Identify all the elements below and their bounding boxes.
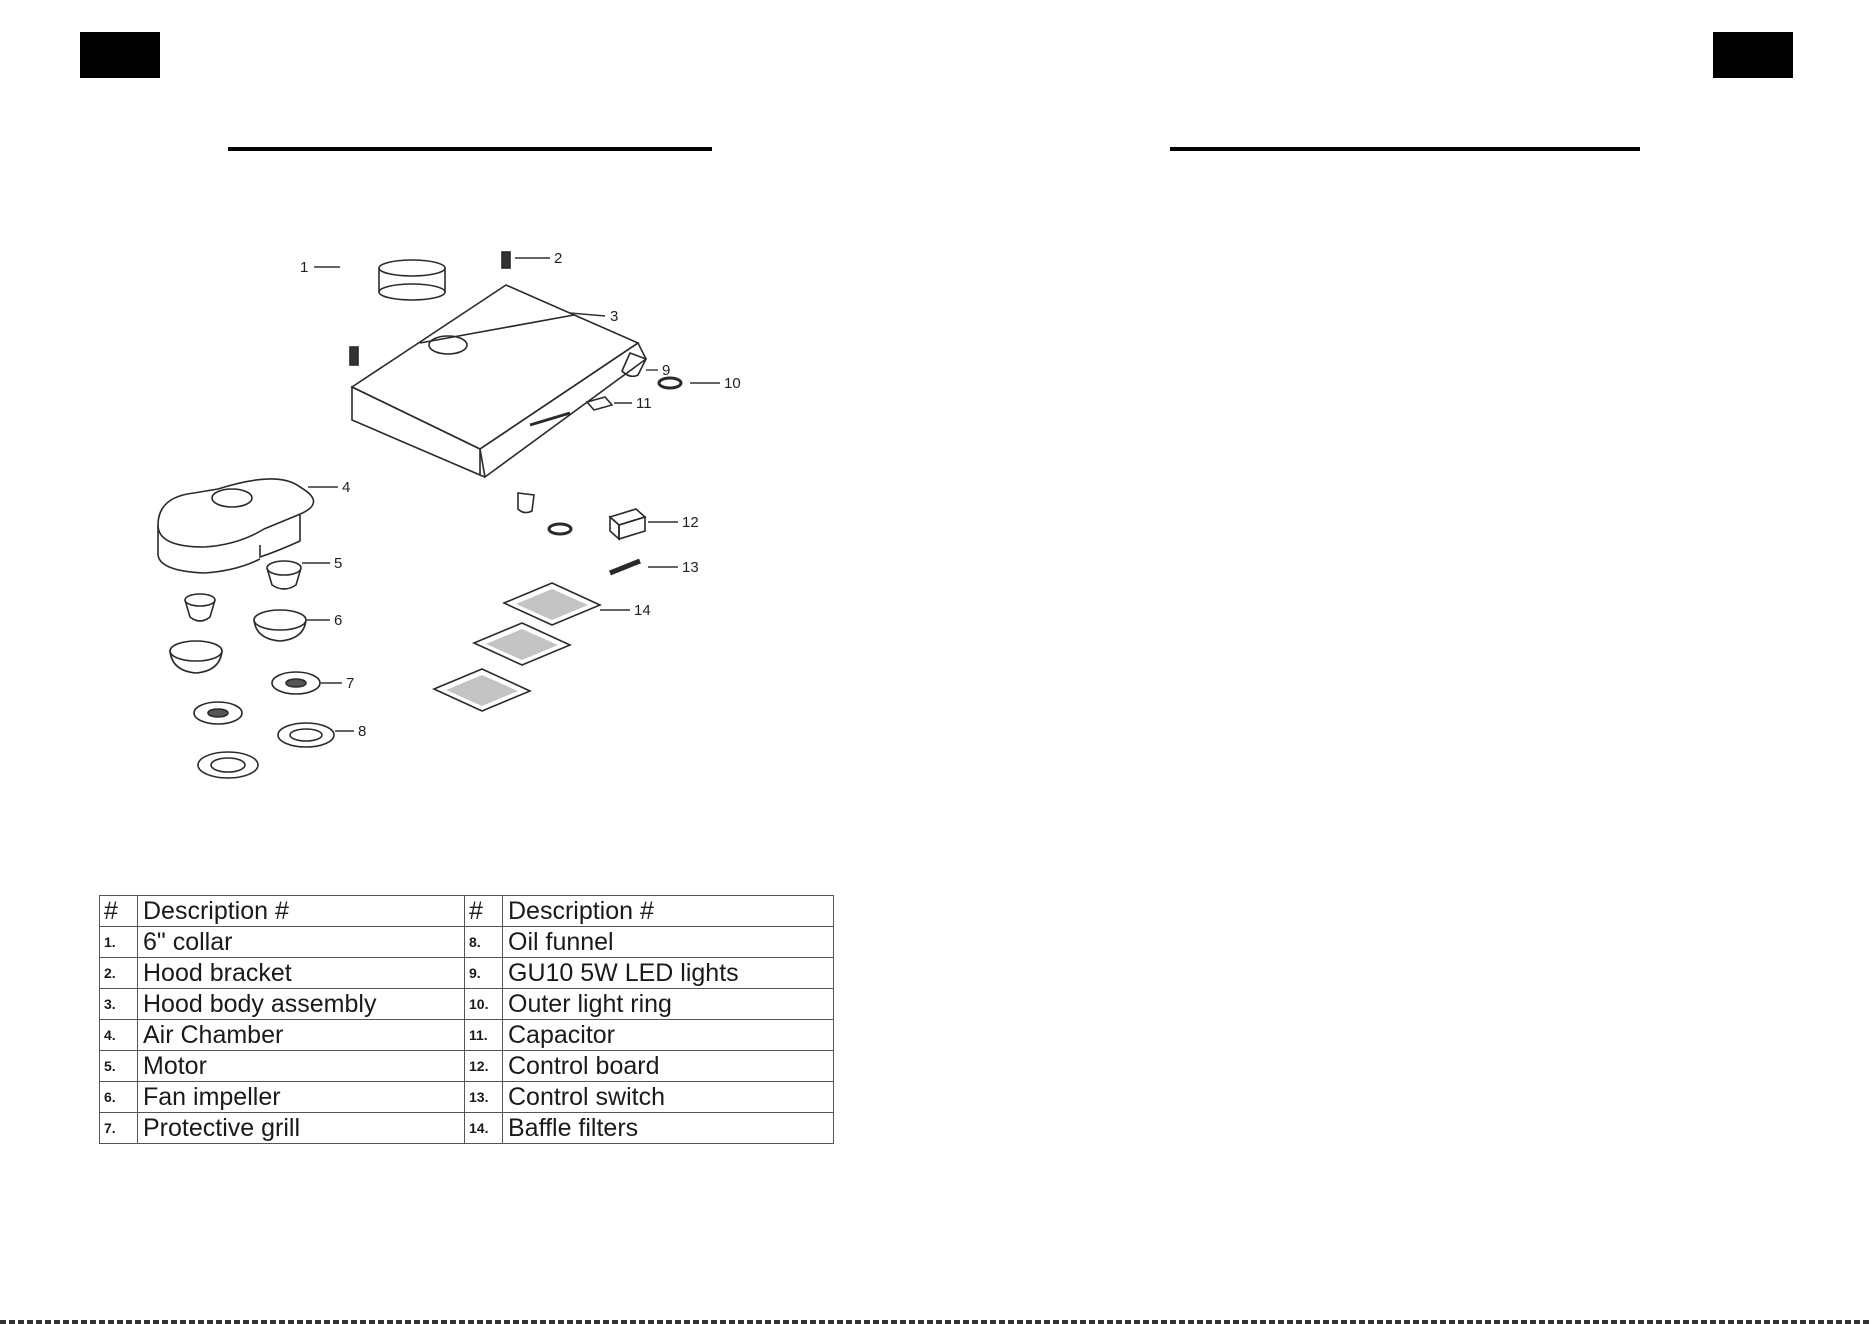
part-description: Control board bbox=[502, 1050, 834, 1082]
callout-label: 2 bbox=[554, 250, 562, 267]
part-number: 2. bbox=[99, 957, 138, 989]
part-number: 13. bbox=[464, 1081, 503, 1113]
baffle-filter-part bbox=[432, 582, 602, 712]
air-chamber-part bbox=[157, 478, 315, 574]
part-description: GU10 5W LED lights bbox=[502, 957, 834, 989]
part-number: 4. bbox=[99, 1019, 138, 1051]
column-header-num: # bbox=[464, 895, 503, 927]
oil-funnel-part bbox=[197, 722, 335, 779]
hood-bracket-part bbox=[501, 251, 511, 269]
part-description: Fan impeller bbox=[137, 1081, 465, 1113]
callout-labels: 1 2 3 4 5 6 7 8 9 10 11 12 13 14 bbox=[300, 250, 741, 740]
outer-light-ring-part bbox=[547, 376, 683, 536]
exploded-view-drawing: 1 2 3 4 5 6 7 8 9 10 11 12 13 14 bbox=[157, 250, 741, 779]
table-row: 1. 6" collar 8. Oil funnel bbox=[99, 926, 834, 958]
parts-list-table: # Description # # Description # 1. 6" co… bbox=[99, 895, 834, 1144]
part-description: Capacitor bbox=[502, 1019, 834, 1051]
callout-label: 12 bbox=[682, 514, 699, 531]
callout-label: 6 bbox=[334, 612, 342, 629]
part-number: 10. bbox=[464, 988, 503, 1020]
callout-label: 10 bbox=[724, 375, 741, 392]
part-description: Air Chamber bbox=[137, 1019, 465, 1051]
hood-body-part bbox=[350, 284, 648, 479]
part-description: Motor bbox=[137, 1050, 465, 1082]
table-row: 6. Fan impeller 13. Control switch bbox=[99, 1081, 834, 1113]
table-header-row: # Description # # Description # bbox=[99, 895, 834, 927]
part-number: 11. bbox=[464, 1019, 503, 1051]
section-rule-right bbox=[1170, 147, 1640, 151]
filter-mesh-pattern bbox=[446, 589, 588, 706]
part-description: Control switch bbox=[502, 1081, 834, 1113]
column-header-num: # bbox=[99, 895, 138, 927]
callout-label: 4 bbox=[342, 479, 350, 496]
motor-part bbox=[184, 560, 302, 622]
part-number: 7. bbox=[99, 1112, 138, 1144]
table-row: 5. Motor 12. Control board bbox=[99, 1050, 834, 1082]
callout-label: 13 bbox=[682, 559, 699, 576]
callout-label: 11 bbox=[636, 395, 652, 412]
capacitor-part bbox=[585, 396, 614, 411]
section-rule-left bbox=[228, 147, 712, 151]
part-description: Hood body assembly bbox=[137, 988, 465, 1020]
part-number: 14. bbox=[464, 1112, 503, 1144]
part-description: Oil funnel bbox=[502, 926, 834, 958]
part-number: 3. bbox=[99, 988, 138, 1020]
table-row: 3. Hood body assembly 10. Outer light ri… bbox=[99, 988, 834, 1020]
part-description: Protective grill bbox=[137, 1112, 465, 1144]
column-header-description: Description # bbox=[137, 895, 465, 927]
collar-part bbox=[378, 259, 446, 301]
part-number: 12. bbox=[464, 1050, 503, 1082]
part-number: 9. bbox=[464, 957, 503, 989]
part-number: 1. bbox=[99, 926, 138, 958]
callout-label: 7 bbox=[346, 675, 354, 692]
callout-label: 14 bbox=[634, 602, 651, 619]
page-marker-left bbox=[80, 32, 160, 78]
callout-label: 5 bbox=[334, 555, 342, 572]
exploded-parts-diagram: 1 2 3 4 5 6 7 8 9 10 11 12 13 14 bbox=[100, 235, 840, 795]
callout-label: 9 bbox=[662, 362, 670, 379]
control-board-part bbox=[608, 508, 647, 541]
part-number: 6. bbox=[99, 1081, 138, 1113]
part-description: 6" collar bbox=[137, 926, 465, 958]
part-number: 8. bbox=[464, 926, 503, 958]
control-switch-part bbox=[609, 558, 641, 576]
led-light-part bbox=[517, 351, 648, 514]
table-row: 7. Protective grill 14. Baffle filters bbox=[99, 1112, 834, 1144]
table-row: 4. Air Chamber 11. Capacitor bbox=[99, 1019, 834, 1051]
callout-label: 1 bbox=[300, 259, 308, 276]
callout-label: 3 bbox=[610, 308, 618, 325]
hood-bracket-part bbox=[349, 346, 359, 366]
column-header-description: Description # bbox=[502, 895, 834, 927]
part-description: Outer light ring bbox=[502, 988, 834, 1020]
callout-label: 8 bbox=[358, 723, 366, 740]
fan-impeller-part bbox=[169, 609, 307, 674]
part-description: Baffle filters bbox=[502, 1112, 834, 1144]
part-number: 5. bbox=[99, 1050, 138, 1082]
scan-edge-strip bbox=[0, 1320, 1872, 1324]
page-marker-right bbox=[1713, 32, 1793, 78]
table-row: 2. Hood bracket 9. GU10 5W LED lights bbox=[99, 957, 834, 989]
part-description: Hood bracket bbox=[137, 957, 465, 989]
protective-grill-part bbox=[193, 671, 321, 725]
